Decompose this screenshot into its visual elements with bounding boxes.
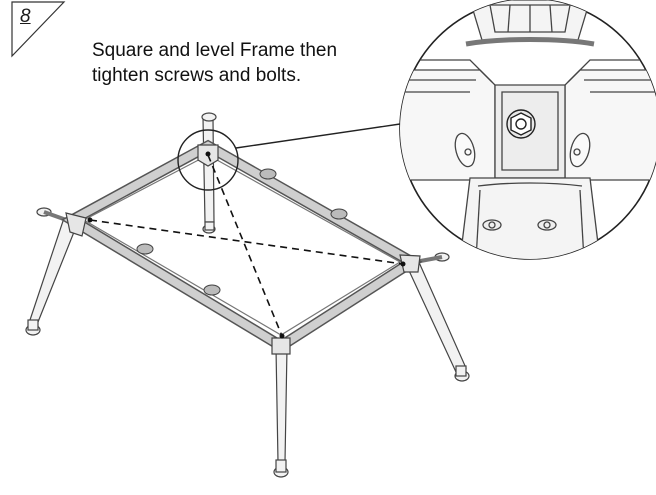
front-leg <box>273 347 289 478</box>
corner-detail-view <box>399 0 656 260</box>
instruction-line-2: tighten screws and bolts. <box>92 65 302 86</box>
table-frame <box>60 139 423 355</box>
magnifier-callout-icon <box>177 123 401 191</box>
step-number: 8 <box>20 6 31 27</box>
instruction-line-1: Square and level Frame then <box>92 40 338 61</box>
diagonal-measure-lines <box>89 154 404 337</box>
lower-screws <box>482 219 557 231</box>
instruction-text: Square and level Frame then tighten scre… <box>92 38 337 88</box>
step-badge-icon <box>11 1 66 58</box>
hex-bolt-icon <box>506 109 536 139</box>
